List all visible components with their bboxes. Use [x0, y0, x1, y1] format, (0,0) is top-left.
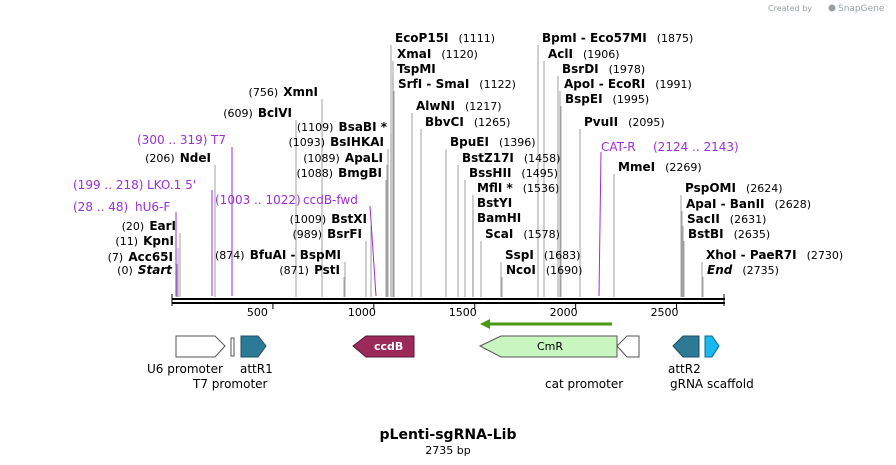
site-label: (20) EarI	[122, 215, 176, 234]
position-ticks: 500 1000 1500 2000 2500	[247, 304, 679, 319]
primer-line-catr	[598, 151, 602, 297]
site-label: BstBI(2635)	[688, 227, 770, 241]
site-label: (0) Start	[117, 259, 173, 278]
cat-promoter-arrow	[616, 335, 640, 358]
site-label: EcoP15I(1111)	[395, 31, 495, 45]
site-label: (206) NdeI	[145, 147, 211, 166]
site-label: End(2735)	[707, 263, 779, 277]
cmr-direction-line	[480, 319, 612, 329]
t7-promoter-label: T7 promoter	[192, 377, 268, 391]
primer-ccdb-range: (1003 .. 1022)	[215, 193, 301, 207]
site-label: PspOMI(2624)	[685, 181, 783, 195]
site-label: (989) BsrFI	[292, 223, 362, 242]
site-label: BspEI(1995)	[565, 92, 649, 106]
site-label: (874) BfuAI - BspMI	[215, 244, 341, 263]
site-label: BpuEI(1396)	[450, 135, 536, 149]
primer-hu6-name: hU6-F	[135, 200, 170, 214]
site-label: (1109) BsaBI *	[297, 116, 388, 135]
attr1-arrow	[240, 335, 267, 358]
site-label: ScaI(1578)	[485, 227, 560, 241]
primer-ccdb-name: ccdB-fwd	[303, 193, 358, 207]
grna-scaffold-arrow	[704, 335, 720, 358]
feature-arrows: ccdB CmR	[175, 335, 720, 358]
u6-promoter-arrow	[175, 335, 226, 358]
site-label: (1009) BstXI	[290, 208, 367, 227]
site-label: (871) PstI	[279, 259, 340, 278]
tick-label: 2500	[651, 306, 679, 319]
site-lines	[175, 45, 704, 297]
primer-catr-range: (2124 .. 2143)	[653, 140, 739, 154]
site-label: BpmI - Eco57MI(1875)	[542, 31, 693, 45]
site-label: BamHI	[477, 211, 521, 225]
primer-lko-name: LKO.1 5'	[147, 178, 196, 192]
site-label: BssHII(1495)	[469, 166, 558, 180]
attr1-label: attR1	[240, 362, 273, 376]
site-label: XmaI(1120)	[397, 47, 478, 61]
brand-text: SnapGene	[838, 4, 885, 14]
site-label: (1088) BmgBI	[296, 162, 382, 181]
t7-promoter-arrow	[230, 337, 235, 357]
map-title: pLenti-sgRNA-Lib	[380, 427, 517, 443]
site-label: SrfI - SmaI(1122)	[398, 77, 516, 91]
ccdb-label: ccdB	[374, 340, 403, 353]
cmr-label: CmR	[537, 340, 563, 353]
tick-label: 500	[247, 306, 268, 319]
u6-promoter-label: U6 promoter	[147, 362, 223, 376]
site-label: BsrDI(1978)	[562, 62, 645, 76]
site-labels: (0) Start(7) Acc65I(11) KpnI(20) EarI (20…	[108, 31, 844, 278]
primer-t7-name: T7	[210, 133, 226, 147]
credit-text: Created by	[768, 4, 812, 13]
tick-label: 1000	[348, 306, 376, 319]
primer-lko-range: (199 .. 218)	[73, 178, 143, 192]
snapgene-logo: SnapGene	[828, 4, 885, 14]
tick-label: 1500	[449, 306, 477, 319]
primer-line-ccdb	[369, 205, 377, 297]
primer-t7-range: (300 .. 319)	[137, 133, 207, 147]
site-label: (7) Acc65I	[108, 246, 173, 265]
sequence-backbone	[171, 294, 725, 306]
site-label: BstYI	[477, 196, 512, 210]
cat-promoter-label: cat promoter	[545, 377, 623, 391]
site-label: AlwNI(1217)	[416, 99, 502, 113]
site-label: BbvCI(1265)	[425, 115, 510, 129]
primer-hu6-range: (28 .. 48)	[73, 200, 128, 214]
grna-scaffold-label: gRNA scaffold	[670, 377, 754, 391]
ccdb-arrow	[352, 335, 415, 358]
map-length: 2735 bp	[425, 444, 470, 457]
site-label: SacII(2631)	[687, 212, 766, 226]
site-label: MflI *(1536)	[477, 181, 559, 195]
site-label: SspI(1683)	[505, 248, 580, 262]
site-label: NcoI(1690)	[506, 263, 582, 277]
attr2-label: attR2	[668, 362, 701, 376]
site-label: BstZ17I(1458)	[462, 151, 560, 165]
site-label: MmeI(2269)	[618, 160, 702, 174]
site-label: TspMI	[397, 62, 436, 76]
site-label: AclI(1906)	[548, 47, 620, 61]
site-label: (756) XmnI	[249, 81, 318, 100]
primer-annotations: (300 .. 319) T7 (199 .. 218) LKO.1 5' (2…	[73, 133, 739, 297]
tick-label: 2000	[550, 306, 578, 319]
primer-catr-name: CAT-R	[601, 140, 636, 154]
site-label: (11) KpnI	[115, 230, 174, 249]
site-label: XhoI - PaeR7I(2730)	[706, 248, 843, 262]
site-label: (609) BclVI	[223, 102, 292, 121]
site-label: (1089) ApaLI	[303, 147, 383, 166]
site-label: ApoI - EcoRI(1991)	[564, 77, 692, 91]
site-label: ApaI - BanII(2628)	[686, 197, 811, 211]
site-label: (1093) BsIHKAI	[288, 131, 384, 150]
attr2-arrow	[672, 335, 700, 358]
site-label: PvuII(2095)	[584, 115, 665, 129]
